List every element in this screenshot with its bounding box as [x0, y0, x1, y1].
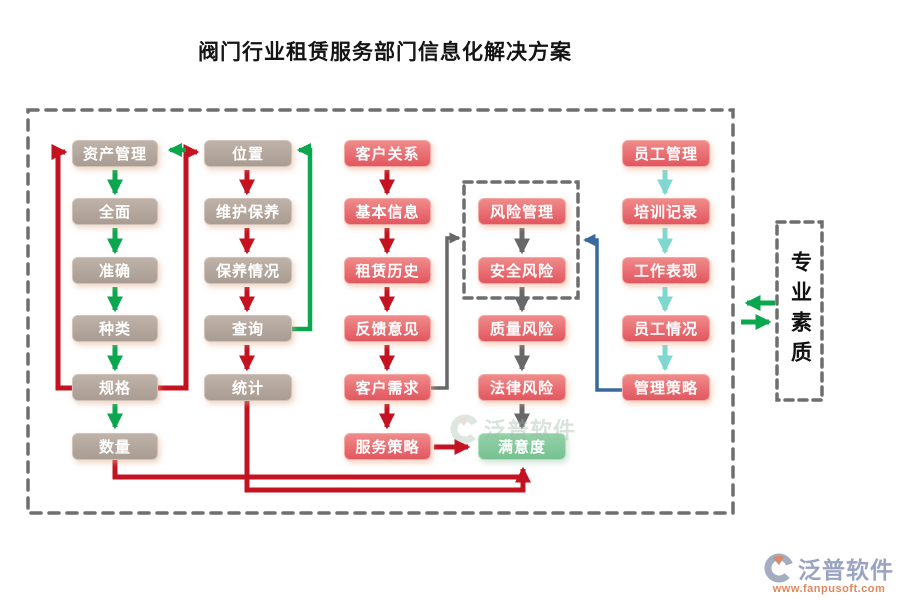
page-title: 阀门行业租赁服务部门信息化解决方案 — [198, 41, 572, 64]
node-quantity: 数量 — [72, 433, 158, 460]
node-employee-management: 员工管理 — [622, 140, 710, 167]
node-specification: 规格 — [72, 374, 158, 401]
node-customer-demand: 客户需求 — [344, 374, 431, 401]
node-legal-risk: 法律风险 — [478, 374, 566, 401]
node-comprehensive: 全面 — [72, 198, 158, 225]
node-category: 种类 — [72, 315, 158, 342]
node-statistics: 统计 — [204, 374, 292, 401]
node-maintenance-status: 保养情况 — [204, 257, 292, 284]
node-location: 位置 — [204, 140, 292, 167]
professional-quality-label: 专业素质 — [788, 251, 812, 371]
fanpu-logo-brand: 泛普软件 — [798, 557, 894, 583]
node-quality-risk: 质量风险 — [478, 315, 566, 342]
node-training-record: 培训记录 — [622, 198, 710, 225]
node-risk-management: 风险管理 — [478, 198, 566, 225]
node-query: 查询 — [204, 315, 292, 342]
node-rental-history: 租赁历史 — [344, 257, 431, 284]
node-feedback: 反馈意见 — [344, 315, 431, 342]
fanpu-logo-icon — [764, 553, 794, 583]
col3-red-arrows — [378, 170, 471, 456]
node-satisfaction: 满意度 — [478, 433, 566, 460]
node-service-strategy: 服务策略 — [344, 433, 431, 460]
fanpu-logo-url: www.fanpusoft.com — [772, 583, 886, 595]
main-dashed-frame — [26, 108, 735, 515]
node-accurate: 准确 — [72, 257, 158, 284]
node-customer-relationship: 客户关系 — [344, 140, 431, 167]
node-work-performance: 工作表现 — [622, 257, 710, 284]
fanpu-logo: 泛普软件 www.fanpusoft.com — [764, 551, 894, 595]
node-asset-management: 资产管理 — [72, 140, 158, 167]
side-dashed-frame — [775, 220, 824, 402]
node-employee-status: 员工情况 — [622, 315, 710, 342]
node-maintenance: 维护保养 — [204, 198, 292, 225]
professional-quality-panel: 专业素质 — [777, 222, 822, 400]
node-safety-risk: 安全风险 — [478, 257, 566, 284]
node-basic-info: 基本信息 — [344, 198, 431, 225]
loop-lines — [51, 142, 775, 493]
node-management-strategy: 管理策略 — [622, 374, 710, 401]
